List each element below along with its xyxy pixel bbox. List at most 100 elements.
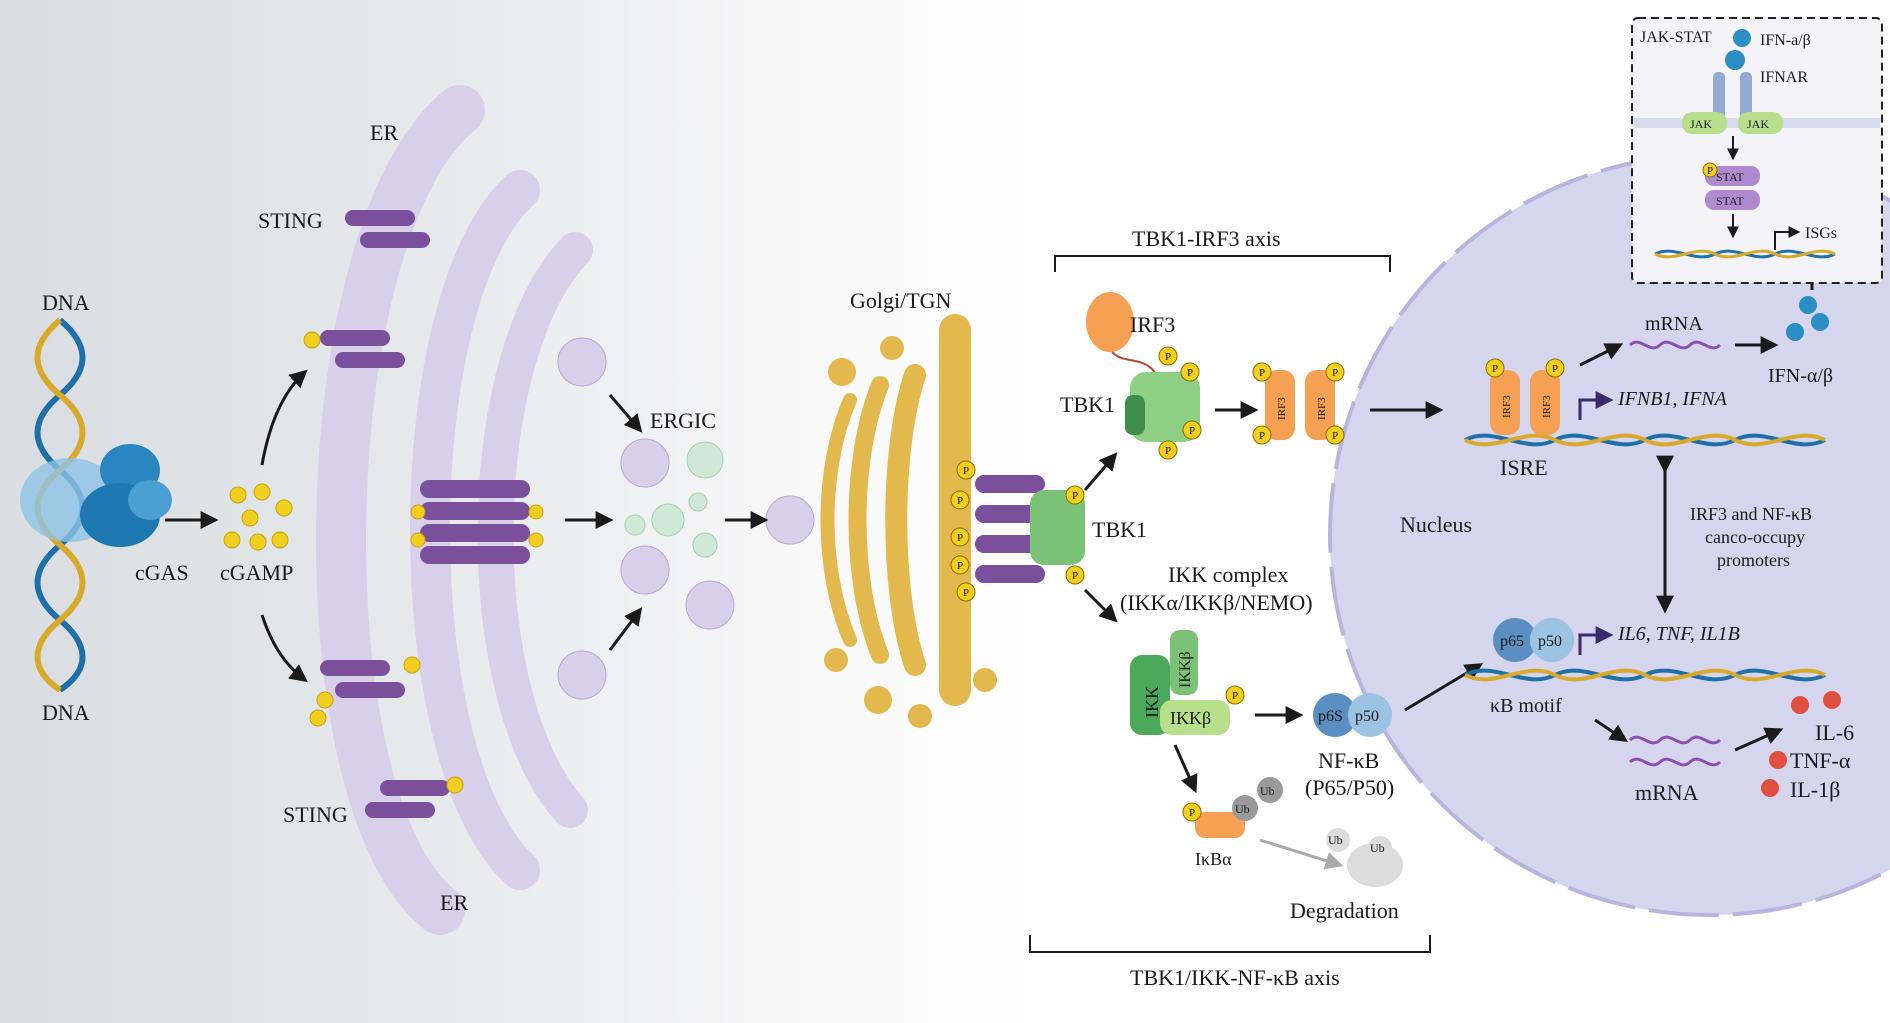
- label-ifn-ab: IFN-α/β: [1768, 365, 1833, 387]
- phospho-label: P: [957, 560, 963, 572]
- phospho-label: P: [1552, 363, 1558, 375]
- label-ikk: IKK: [1142, 686, 1162, 718]
- label-il6-tnf-il1b: IL6, TNF, IL1B: [1617, 623, 1740, 645]
- label-il6: IL-6: [1815, 720, 1854, 745]
- sting-dimers: [320, 210, 530, 818]
- label-irf3-dna-1: IRF3: [1501, 395, 1513, 418]
- label-dna-bottom: DNA: [42, 700, 90, 725]
- ergic-vesicles: [557, 337, 815, 700]
- label-degradation: Degradation: [1290, 898, 1399, 923]
- phospho-label: P: [957, 495, 963, 507]
- label-nucleus: Nucleus: [1400, 512, 1472, 537]
- label-irf3-dimer-2: IRF3: [1316, 397, 1328, 420]
- label-mrna-top: mRNA: [1645, 313, 1703, 335]
- label-p50-left: p50: [1355, 708, 1379, 725]
- phospho-label: P: [1332, 367, 1338, 379]
- label-golgi: Golgi/TGN: [850, 288, 952, 313]
- label-ikk-complex-members: (IKKα/IKKβ/NEMO): [1120, 590, 1313, 615]
- label-ergic: ERGIC: [650, 408, 716, 433]
- irf3-dimer: [1265, 370, 1335, 440]
- label-tbk1-nfkb-axis: TBK1/IKK-NF-κB axis: [1130, 965, 1340, 990]
- label-il1b: IL-1β: [1790, 777, 1840, 802]
- nfkb-cytoplasm: [1313, 693, 1392, 737]
- phospho-label: P: [963, 465, 969, 477]
- free-cgamp: [309, 691, 334, 727]
- label-cgamp: cGAMP: [220, 560, 293, 585]
- arrow: [1579, 343, 1624, 367]
- ifn-molecules: [1786, 296, 1829, 341]
- cgamp-molecules: [223, 483, 293, 551]
- label-p50: p50: [1538, 633, 1562, 650]
- label-kb-motif: κB motif: [1490, 695, 1562, 717]
- label-ifnb1-ifna: IFNB1, IFNA: [1617, 388, 1728, 410]
- label-tbk1-irf3-axis: TBK1-IRF3 axis: [1132, 226, 1281, 251]
- label-er-bottom: ER: [440, 890, 468, 915]
- phospho-label: P: [1232, 690, 1238, 702]
- label-sting-bottom: STING: [283, 802, 348, 827]
- label-stat-2: STAT: [1716, 194, 1744, 208]
- arrow: [1083, 452, 1118, 491]
- phospho-label: P: [1332, 430, 1338, 442]
- arrow: [608, 394, 643, 433]
- label-stat-1: STAT: [1716, 170, 1744, 184]
- label-ikk-complex: IKK complex: [1168, 562, 1288, 587]
- phospho-label: P: [1492, 363, 1498, 375]
- sting-bound-cgamp: [303, 331, 544, 794]
- label-jak-stat: JAK-STAT: [1640, 29, 1712, 46]
- phospho-label: P: [1259, 367, 1265, 379]
- golgi-tgn: [820, 314, 971, 706]
- label-tnfa: TNF-α: [1790, 748, 1851, 773]
- label-er-top: ER: [370, 120, 398, 145]
- phospho-label: P: [1189, 807, 1195, 819]
- label-co-occupy-1: IRF3 and NF-κB: [1690, 504, 1812, 524]
- label-ub-3: Ub: [1328, 833, 1343, 847]
- phospho-label: P: [1707, 165, 1713, 177]
- label-dna-top: DNA: [42, 290, 90, 315]
- tbk1-upper: [1125, 372, 1200, 442]
- label-ifn-ab-inset: IFN-a/β: [1760, 32, 1811, 49]
- label-nfkb: NF-κB: [1318, 748, 1379, 773]
- transcription-arrow: [1578, 391, 1614, 420]
- arrow: [1173, 744, 1198, 794]
- axis-bracket-bottom: [1029, 935, 1431, 953]
- tbk1-golgi: [1030, 490, 1085, 565]
- phospho-label: P: [1187, 367, 1193, 379]
- nucleus-dna-top: [1464, 433, 1826, 447]
- irf3-on-dna: [1490, 370, 1560, 435]
- jak-stat-inset: [1631, 17, 1883, 284]
- label-ikkb-bottom: IKKβ: [1170, 708, 1211, 728]
- label-isgs: ISGs: [1805, 225, 1837, 242]
- label-sting-top: STING: [258, 208, 323, 233]
- mrna-top: [1628, 340, 1722, 350]
- nfkb-on-dna: [1493, 618, 1574, 662]
- phospho-label: P: [1072, 570, 1078, 582]
- degradation-blob: [1326, 828, 1403, 887]
- golgi-vesicles: [824, 336, 997, 728]
- label-p65-left: p6S: [1318, 708, 1343, 725]
- label-tbk1-upper: TBK1: [1060, 392, 1115, 417]
- mrna-bottom: [1628, 735, 1722, 767]
- cgas-protein: [20, 444, 172, 547]
- label-co-occupy-3: promoters: [1717, 550, 1790, 570]
- phospho-label: P: [1072, 490, 1078, 502]
- label-jak-2: JAK: [1747, 117, 1769, 131]
- label-irf3-dimer-1: IRF3: [1276, 397, 1288, 420]
- arrow: [260, 614, 308, 683]
- cytokines: [1761, 691, 1841, 797]
- label-ub-1: Ub: [1235, 802, 1250, 816]
- irf3-protein: [1086, 292, 1156, 373]
- nucleus-dna-bottom: [1464, 668, 1826, 682]
- arrow: [1734, 727, 1784, 752]
- label-tbk1-lower: TBK1: [1092, 517, 1147, 542]
- axis-bracket-top: [1054, 255, 1391, 272]
- label-nfkb-members: (P65/P50): [1305, 775, 1394, 800]
- label-cgas: cGAS: [135, 560, 189, 585]
- phospho-label: P: [1259, 430, 1265, 442]
- label-mrna-bottom: mRNA: [1635, 780, 1699, 805]
- label-irf3-dna-2: IRF3: [1541, 395, 1553, 418]
- golgi-sting: [975, 475, 1045, 583]
- label-jak-1: JAK: [1690, 117, 1712, 131]
- label-p65: p65: [1500, 633, 1524, 650]
- phospho-label: P: [957, 532, 963, 544]
- phospho-label: P: [1165, 445, 1171, 457]
